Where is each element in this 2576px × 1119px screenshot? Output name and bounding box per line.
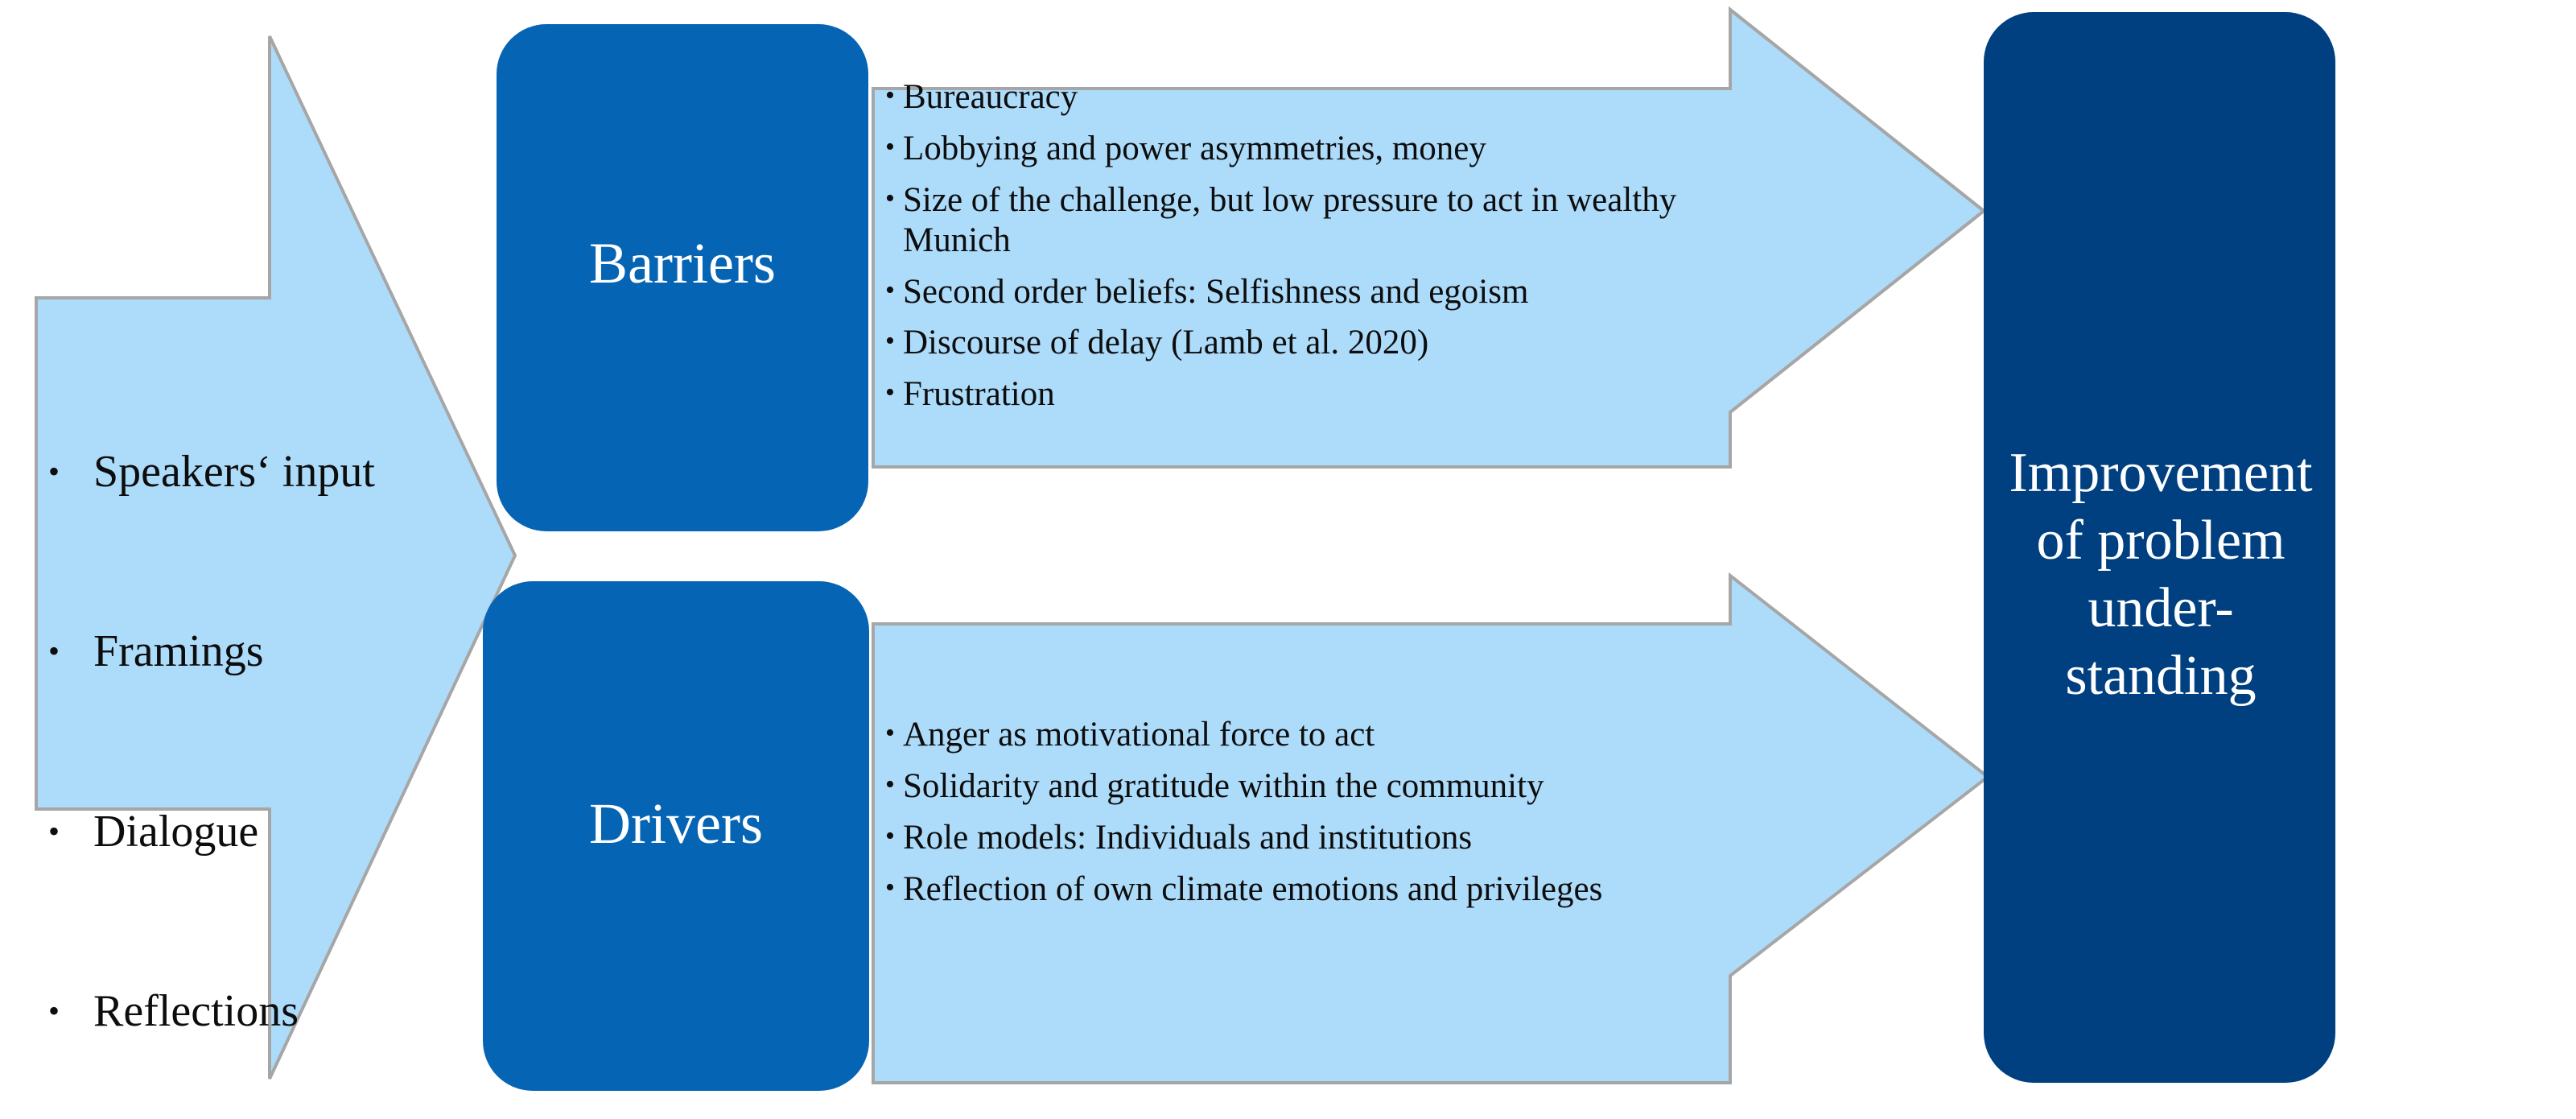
- bullet-icon: •: [885, 718, 895, 748]
- list-item: • Reflections: [48, 981, 394, 1041]
- barriers-item-label: Lobbying and power asymmetries, money: [903, 129, 1486, 167]
- bullet-icon: •: [885, 275, 895, 305]
- outcome-line-4: standing: [2065, 645, 2257, 707]
- list-item: • Dialogue: [48, 802, 394, 861]
- barriers-item-label: Second order beliefs: Selfishness and eg…: [903, 272, 1529, 311]
- bullet-icon: •: [48, 633, 60, 670]
- list-item: • Speakers‘ input: [48, 442, 394, 502]
- barriers-box[interactable]: [497, 24, 868, 531]
- list-item: • Solidarity and gratitude within the co…: [885, 766, 1819, 807]
- bullet-icon: •: [885, 131, 895, 162]
- input-arrow-shape: [35, 35, 517, 1080]
- drivers-item-label: Solidarity and gratitude within the comm…: [903, 766, 1544, 805]
- drivers-box-label: Drivers: [589, 791, 763, 856]
- barriers-item-label: Discourse of delay (Lamb et al. 2020): [903, 324, 1429, 362]
- list-item: • Reflection of own climate emotions and…: [885, 869, 1819, 910]
- list-item: • Role models: Individuals and instituti…: [885, 818, 1819, 858]
- bullet-icon: •: [48, 812, 60, 849]
- list-item: • Bureaucracy: [885, 77, 1754, 118]
- outcome-box[interactable]: [1984, 12, 2335, 1083]
- input-arrow-list: • Speakers‘ input • Framings • Dialogue …: [48, 322, 394, 1119]
- list-item: • Framings: [48, 621, 394, 681]
- outcome-line-2: of problem: [2036, 510, 2285, 572]
- list-item: • Second order beliefs: Selfishness and …: [885, 272, 1754, 312]
- barriers-item-label: Frustration: [903, 375, 1055, 414]
- bullet-icon: •: [885, 769, 895, 799]
- bullet-icon: •: [48, 452, 60, 489]
- list-item: • Lobbying and power asymmetries, money: [885, 129, 1754, 169]
- outcome-box-label: Improvement of problem under- standing: [1988, 440, 2334, 710]
- barriers-arrow-outline: [872, 6, 1987, 469]
- bullet-icon: •: [885, 183, 895, 213]
- outcome-line-1: Improvement: [2009, 442, 2313, 504]
- drivers-arrow-outline: [872, 572, 1991, 1084]
- drivers-item-label: Role models: Individuals and institution…: [903, 818, 1473, 857]
- barriers-box-label: Barriers: [589, 231, 776, 295]
- barriers-item-label: Size of the challenge, but low pressure …: [903, 180, 1677, 259]
- bullet-icon: •: [48, 993, 60, 1030]
- bullet-icon: •: [885, 378, 895, 408]
- list-item: • Discourse of delay (Lamb et al. 2020): [885, 323, 1754, 363]
- drivers-item-label: Anger as motivational force to act: [903, 716, 1375, 754]
- barriers-list: • Bureaucracy • Lobbying and power asymm…: [885, 77, 1754, 426]
- input-item-label: Dialogue: [93, 806, 259, 857]
- outcome-line-3: under-: [2088, 577, 2234, 639]
- drivers-item-label: Reflection of own climate emotions and p…: [903, 869, 1603, 908]
- bullet-icon: •: [885, 872, 895, 902]
- bullet-icon: •: [885, 326, 895, 357]
- input-item-label: Speakers‘ input: [93, 446, 375, 497]
- list-item: • Anger as motivational force to act: [885, 715, 1819, 755]
- list-item: • Size of the challenge, but low pressur…: [885, 180, 1754, 261]
- bullet-icon: •: [885, 820, 895, 851]
- input-item-label: Reflections: [93, 986, 299, 1037]
- bullet-icon: •: [885, 81, 895, 110]
- drivers-list: • Anger as motivational force to act • S…: [885, 715, 1819, 921]
- input-item-label: Framings: [93, 626, 264, 677]
- barriers-item-label: Bureaucracy: [903, 78, 1078, 116]
- list-item: • Frustration: [885, 374, 1754, 415]
- drivers-box[interactable]: [483, 581, 869, 1091]
